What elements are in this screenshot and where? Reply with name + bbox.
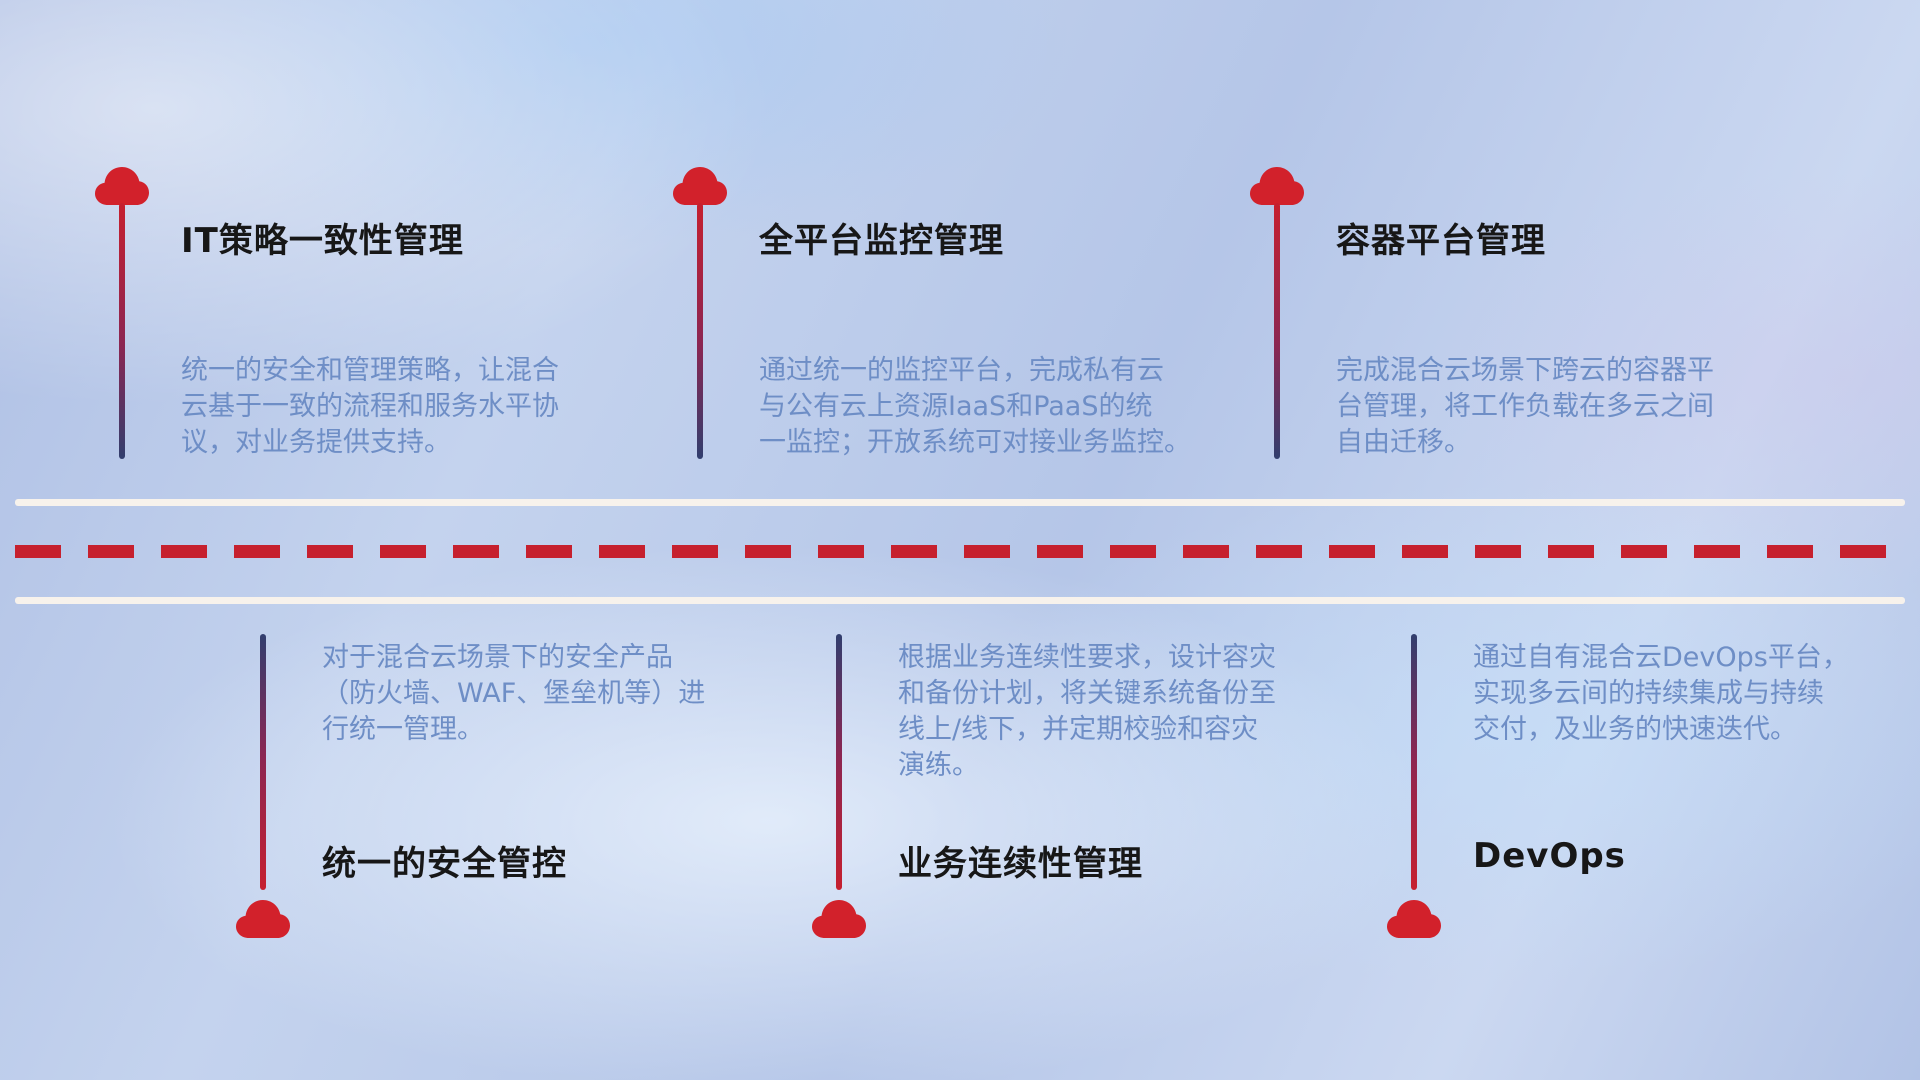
feature-title: IT策略一致性管理 [181, 221, 464, 261]
road-dashed-line [15, 545, 1905, 558]
feature-title: 统一的安全管控 [322, 844, 567, 884]
feature-description: 通过自有混合云DevOps平台， 实现多云间的持续集成与持续 交付，及业务的快速… [1473, 642, 1849, 745]
road-line-top [15, 499, 1905, 506]
feature-description: 通过统一的监控平台，完成私有云 与公有云上资源IaaS和PaaS的统 一监控；开… [759, 355, 1191, 458]
cloud-icon [1249, 165, 1305, 207]
timeline-connector [260, 634, 266, 890]
feature-title: 容器平台管理 [1336, 221, 1546, 261]
feature-title: 全平台监控管理 [759, 221, 1004, 261]
timeline-connector [1274, 203, 1280, 459]
feature-title: DevOps [1473, 836, 1626, 876]
timeline-connector [1411, 634, 1417, 890]
cloud-icon [94, 165, 150, 207]
cloud-icon [235, 898, 291, 940]
timeline-connector [119, 203, 125, 459]
feature-description: 完成混合云场景下跨云的容器平 台管理，将工作负载在多云之间 自由迁移。 [1336, 355, 1714, 458]
cloud-icon [672, 165, 728, 207]
cloud-icon [811, 898, 867, 940]
timeline-connector [836, 634, 842, 890]
cloud-icon [1386, 898, 1442, 940]
feature-description: 统一的安全和管理策略，让混合 云基于一致的流程和服务水平协 议，对业务提供支持。 [181, 355, 559, 458]
feature-description: 对于混合云场景下的安全产品 （防火墙、WAF、堡垒机等）进 行统一管理。 [322, 642, 706, 745]
feature-description: 根据业务连续性要求，设计容灾 和备份计划，将关键系统备份至 线上/线下，并定期校… [898, 642, 1276, 781]
feature-title: 业务连续性管理 [898, 844, 1143, 884]
road-line-bottom [15, 597, 1905, 604]
timeline-connector [697, 203, 703, 459]
